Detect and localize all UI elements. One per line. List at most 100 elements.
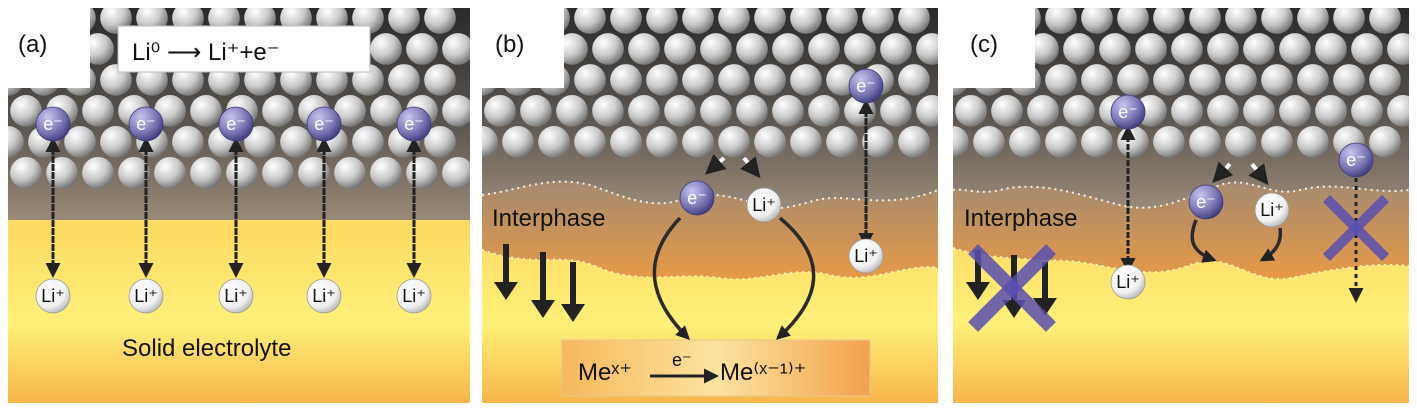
lithium-atom xyxy=(46,156,78,189)
lithium-atom xyxy=(1099,33,1131,65)
lithium-atom xyxy=(1117,8,1149,34)
lithium-atom xyxy=(682,8,714,34)
lithium-atom xyxy=(610,64,642,96)
lithium-atom xyxy=(556,33,588,65)
lithium-atom xyxy=(772,95,804,127)
lithium-atom xyxy=(1243,33,1275,65)
electron: e⁻ xyxy=(218,106,254,142)
lithium-atom xyxy=(1369,64,1401,96)
electron-sphere xyxy=(848,68,884,104)
lithium-atom xyxy=(880,95,912,127)
lithium-atom xyxy=(610,8,642,34)
lithium-atom xyxy=(898,64,930,96)
lithium-ion: Li⁺ xyxy=(746,187,782,223)
lithium-atom xyxy=(100,126,132,158)
lithium-atom xyxy=(1387,95,1409,127)
lithium-ion: Li⁺ xyxy=(1254,192,1290,228)
electron: e⁻ xyxy=(1110,94,1146,130)
lithium-atom xyxy=(772,33,804,65)
electron: e⁻ xyxy=(128,106,164,142)
ion-sphere xyxy=(306,278,342,314)
lithium-ion: Li⁺ xyxy=(35,278,71,314)
panel-label-a: (a) xyxy=(18,31,47,58)
lithium-atom xyxy=(82,156,114,189)
lithium-atom xyxy=(1081,64,1113,96)
lithium-atom xyxy=(1333,64,1365,96)
lithium-atom xyxy=(574,126,606,158)
lithium-atom xyxy=(442,33,470,65)
reaction-arrow-label: e⁻ xyxy=(672,350,692,370)
label-background xyxy=(8,8,90,88)
lithium-atom xyxy=(538,126,570,158)
panel-c: e⁻ Li⁺ e⁻ Li⁺ e⁻ xyxy=(953,8,1409,403)
lithium-atom xyxy=(646,126,678,158)
lithium-atom xyxy=(574,8,606,34)
lithium-atom xyxy=(520,95,552,127)
lithium-atom xyxy=(790,8,822,34)
electron-label: e⁻ xyxy=(1196,192,1216,212)
ion-sphere xyxy=(848,238,884,274)
electron-label: e⁻ xyxy=(136,114,156,134)
panel-label-b: (b) xyxy=(495,31,524,58)
lithium-atom xyxy=(1279,95,1311,127)
electron-sphere xyxy=(1338,142,1374,178)
electron-sphere xyxy=(128,106,164,142)
lithium-atom xyxy=(406,156,438,189)
lithium-atom xyxy=(1153,126,1185,158)
lithium-atom xyxy=(790,64,822,96)
lithium-atom xyxy=(1153,8,1185,34)
label-background xyxy=(953,8,1035,88)
ion-sphere xyxy=(128,278,164,314)
dissociation-arrow xyxy=(1212,161,1234,183)
transport-arrows xyxy=(45,137,422,278)
lithium-atom xyxy=(556,95,588,127)
ion-label: Li⁺ xyxy=(224,286,248,306)
lithium-atom xyxy=(334,95,366,127)
lithium-atom xyxy=(484,95,516,127)
lithium-atom xyxy=(754,8,786,34)
electron-sphere xyxy=(218,106,254,142)
lithium-atom xyxy=(808,95,840,127)
ion-sphere xyxy=(1254,192,1290,228)
lithium-atom xyxy=(1135,33,1167,65)
lithium-atom xyxy=(754,126,786,158)
ion-label: Li⁺ xyxy=(402,286,426,306)
lithium-atom xyxy=(826,8,858,34)
lithium-atom xyxy=(370,33,402,65)
lithium-atom xyxy=(1153,64,1185,96)
lithium-atom xyxy=(1225,64,1257,96)
growth-arrow xyxy=(561,262,585,322)
lithium-atom xyxy=(1387,33,1409,65)
electron-label: e⁻ xyxy=(1346,150,1366,170)
interphase-boundary-top xyxy=(482,180,938,209)
lithium-ion: Li⁺ xyxy=(396,278,432,314)
lithium-atom xyxy=(1045,126,1077,158)
lithium-atom-lattice xyxy=(953,8,1409,158)
lithium-atom xyxy=(1117,126,1149,158)
ion-label: Li⁺ xyxy=(134,286,158,306)
electron: e⁻ xyxy=(1188,184,1224,220)
lithium-atom xyxy=(973,126,1005,158)
electron-label: e⁻ xyxy=(856,76,876,96)
ion-sphere xyxy=(746,187,782,223)
lithium-atom xyxy=(916,95,938,127)
lithium-atom xyxy=(1207,95,1239,127)
lithium-atom xyxy=(1351,95,1383,127)
electron-label: e⁻ xyxy=(687,188,707,208)
lithium-atom xyxy=(352,126,384,158)
electron-sphere xyxy=(396,106,432,142)
electron-sphere xyxy=(1188,184,1224,220)
particles: e⁻Li⁺e⁻Li⁺e⁻Li⁺e⁻Li⁺e⁻Li⁺ xyxy=(35,106,432,314)
lithium-ion: Li⁺ xyxy=(848,238,884,274)
lithium-atom xyxy=(1117,64,1149,96)
lithium-atom xyxy=(154,156,186,189)
lithium-ion: Li⁺ xyxy=(1110,264,1146,300)
lithium-atom xyxy=(1045,64,1077,96)
lithium-atom xyxy=(388,8,420,34)
lithium-atom xyxy=(1171,95,1203,127)
electron-sphere xyxy=(35,106,71,142)
lithium-atom xyxy=(8,126,24,158)
lithium-atom xyxy=(1369,8,1401,34)
dissociation-arrow xyxy=(740,156,761,179)
lithium-atom xyxy=(370,156,402,189)
